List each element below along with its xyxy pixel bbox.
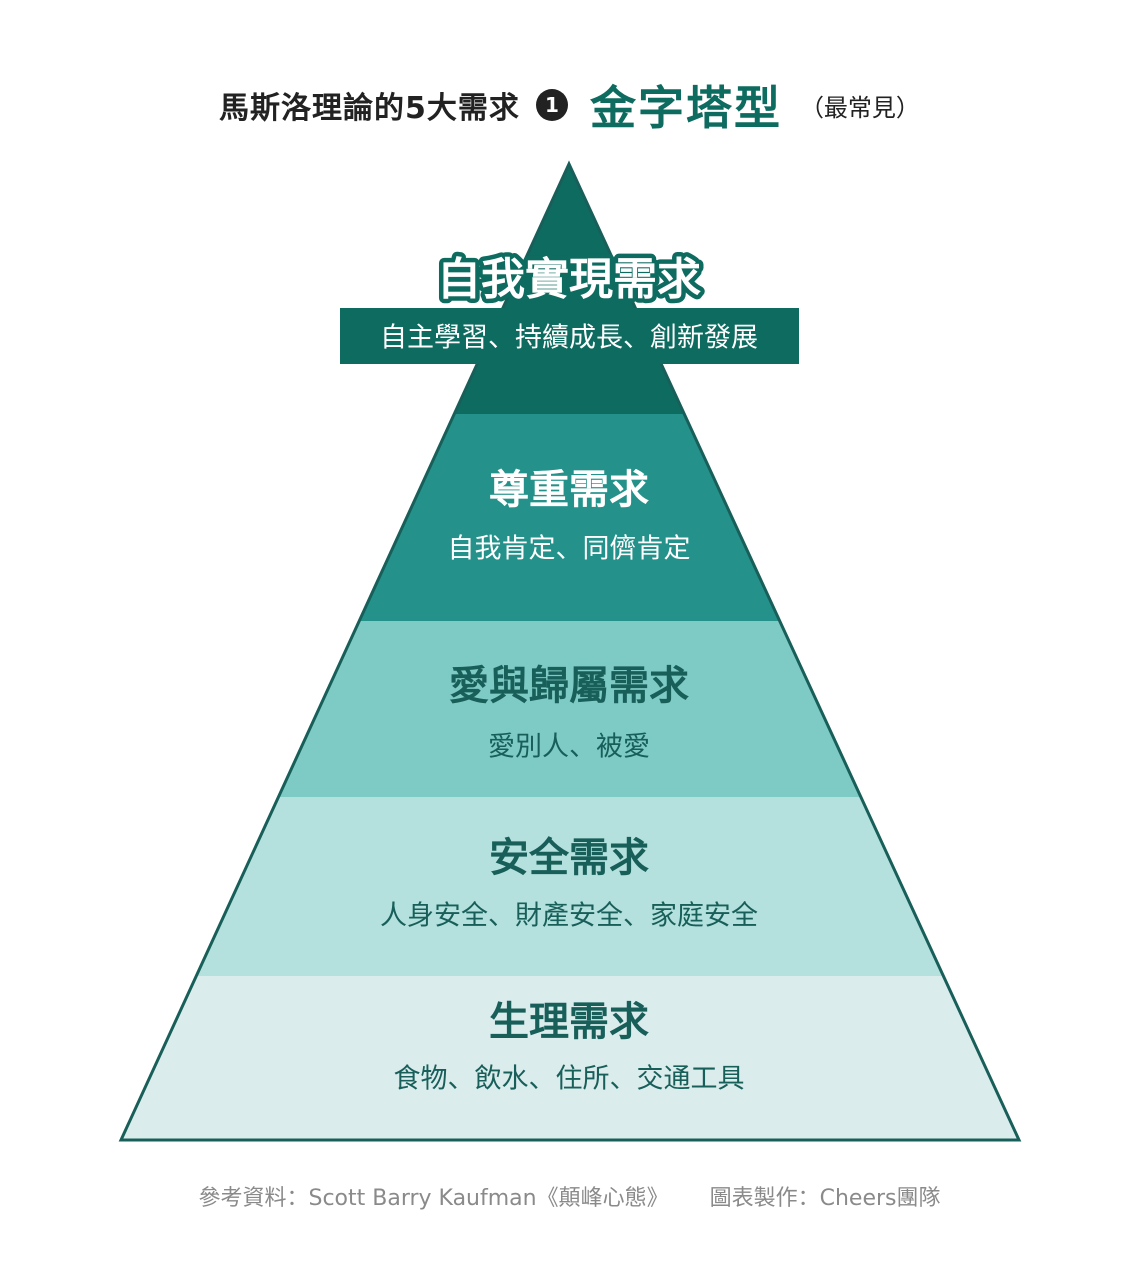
pyramid-outline xyxy=(118,160,1022,1142)
pyramid-level-5 xyxy=(121,976,1019,1140)
footer-source: 參考資料：Scott Barry Kaufman《顛峰心態》 xyxy=(198,1186,669,1211)
title-row: 馬斯洛理論的5大需求 1 金字塔型 （最常見） xyxy=(0,70,1139,140)
page-title: 馬斯洛理論的5大需求 xyxy=(219,91,520,126)
pyramid-level-3 xyxy=(278,621,861,797)
level-3-subtitle: 愛別人、被愛 xyxy=(488,732,650,763)
level-4-subtitle: 人身安全、財產安全、家庭安全 xyxy=(380,901,758,932)
level-1-subtitle-box xyxy=(340,308,799,364)
level-1-title: 自我實現需求 xyxy=(437,254,701,305)
footer: 參考資料：Scott Barry Kaufman《顛峰心態》 圖表製作：Chee… xyxy=(0,1180,1139,1212)
pyramid-level-4 xyxy=(196,797,944,976)
level-2-title: 尊重需求 xyxy=(489,467,649,513)
level-3-title: 愛與歸屬需求 xyxy=(449,663,689,709)
level-5-title: 生理需求 xyxy=(489,999,649,1045)
level-1-subtitle: 自主學習、持續成長、創新發展 xyxy=(380,323,758,354)
level-2-subtitle: 自我肯定、同儕肯定 xyxy=(448,534,691,565)
level-5-subtitle: 食物、飲水、住所、交通工具 xyxy=(394,1064,745,1095)
footer-credit: 圖表製作：Cheers團隊 xyxy=(709,1186,941,1211)
pyramid-level-2 xyxy=(359,414,780,621)
level-4-title: 安全需求 xyxy=(489,835,649,881)
title-accent: 金字塔型 xyxy=(589,81,782,135)
title-note: （最常見） xyxy=(799,93,920,122)
number-badge: 1 xyxy=(535,89,568,121)
